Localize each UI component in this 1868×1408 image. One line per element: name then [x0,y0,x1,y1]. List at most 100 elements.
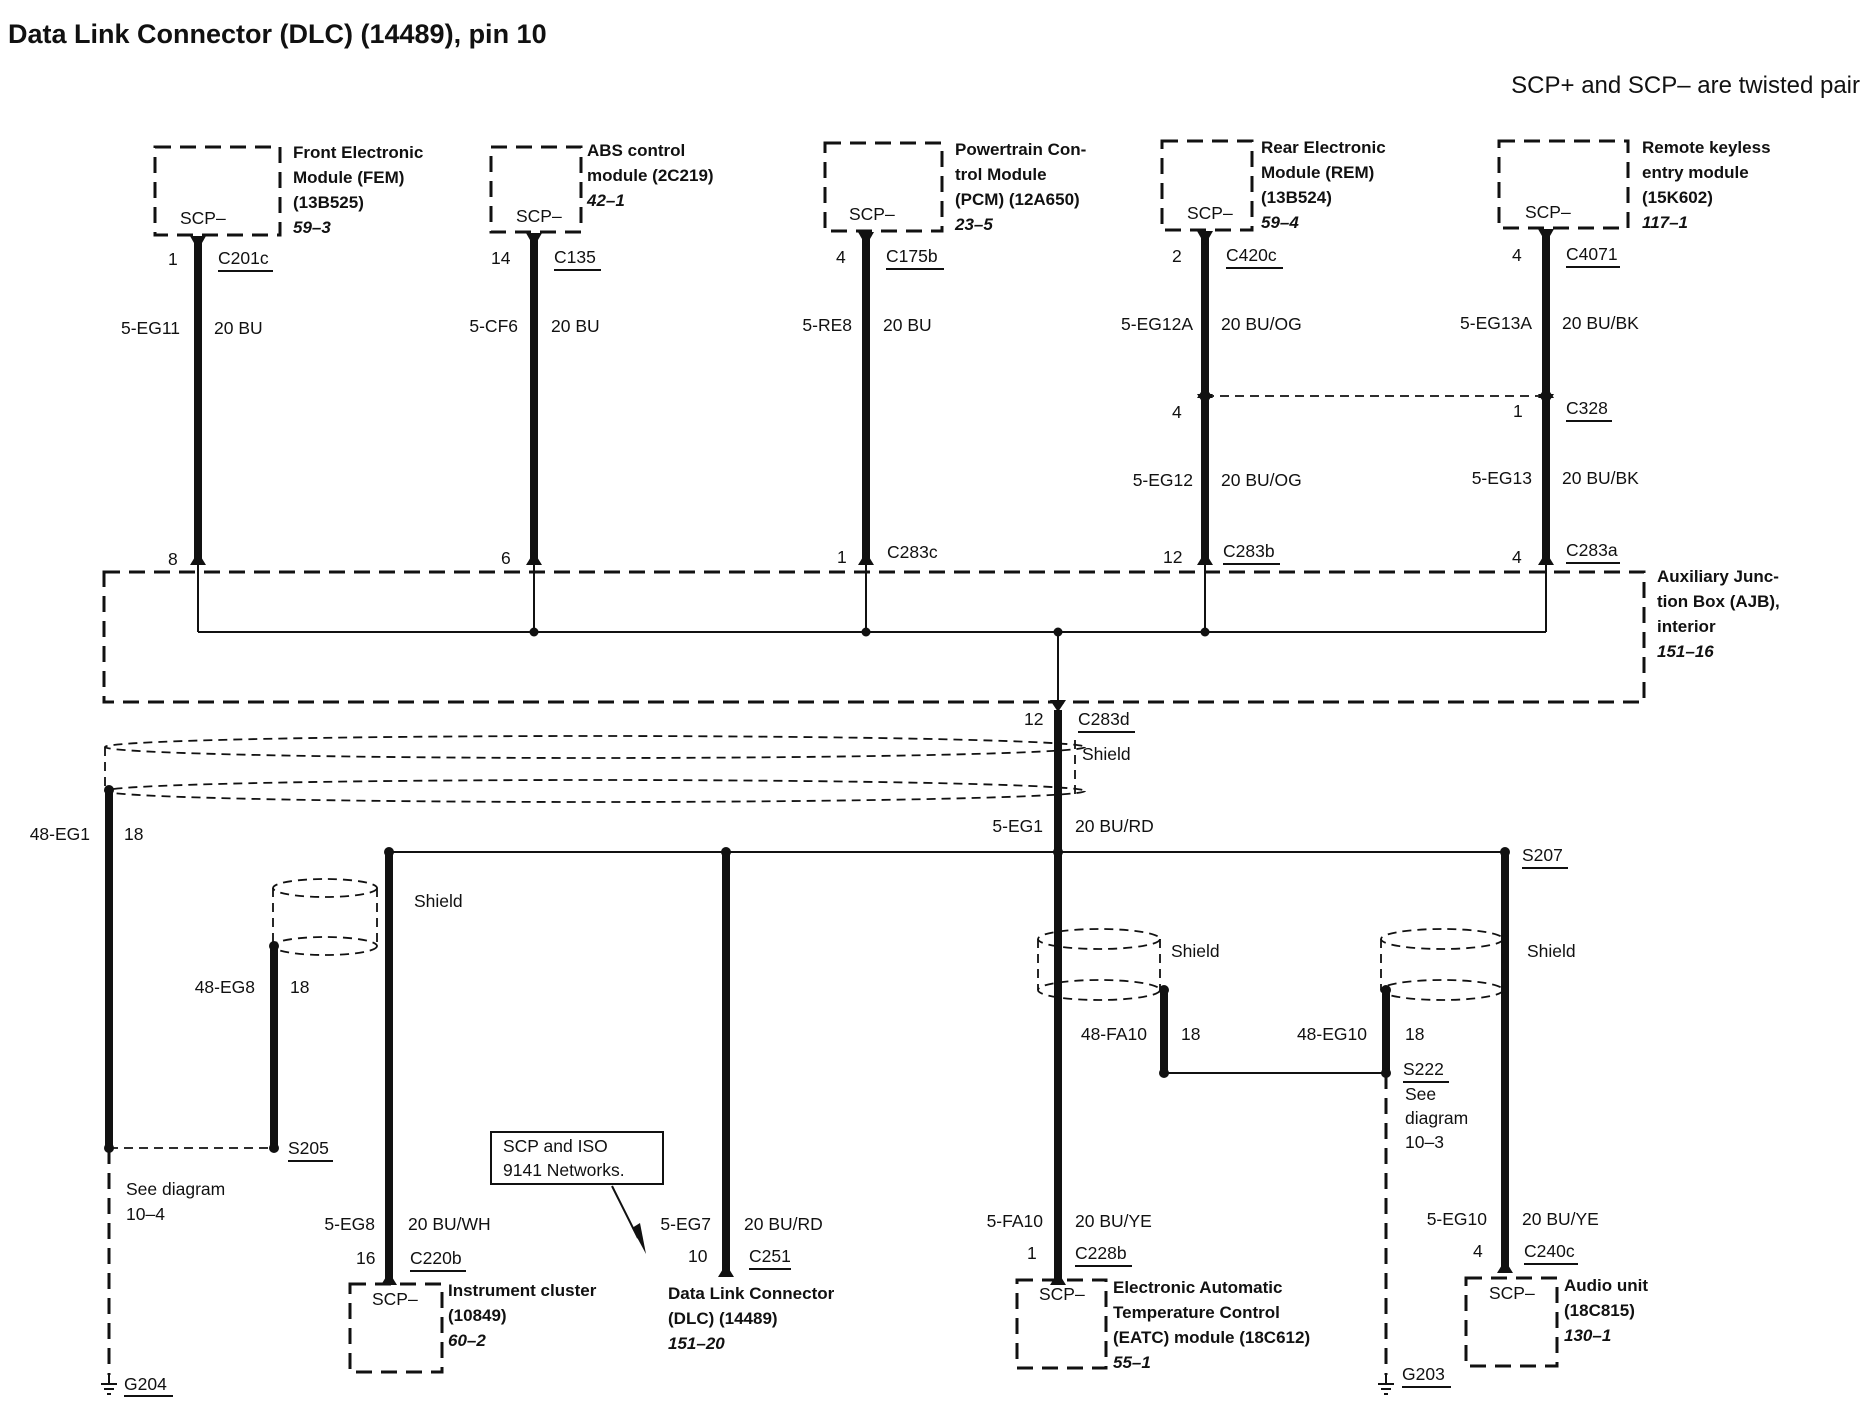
module-rke-ref: 117–1 [1642,213,1688,232]
pin-number: 4 [836,247,846,267]
module-pcm-pin-label: SCP– [849,204,895,224]
pin-number: 4 [1473,1241,1483,1261]
module-eatc-name-2: Temperature Control [1113,1303,1280,1322]
module-rem-ref: 59–4 [1261,213,1299,232]
connector-c283d: C283d [1078,709,1130,729]
module-abs-ref: 42–1 [586,191,625,210]
page-title: Data Link Connector (DLC) (14489), pin 1… [8,19,547,49]
module-rke: SCP– Remote keyless entry module (15K602… [1497,138,1771,232]
module-rem-box [1160,139,1254,232]
circuit-label: 5-EG10 [1427,1209,1488,1229]
drain-wire-label: 18 [1181,1024,1200,1044]
circuit-label: 5-EG12A [1121,314,1193,334]
module-eatc-name-3: (EATC) module (18C612) [1113,1328,1310,1347]
circuit-label: 5-CF6 [469,316,518,336]
shield-label: Shield [1171,941,1220,961]
module-abs-name-1: ABS control [587,141,685,160]
network-callout: SCP and ISO 9141 Networks. [490,1131,664,1254]
ajb-pin: 4 [1512,547,1522,567]
main-trunk-5-eg1: 12 C283d 5-EG1 20 BU/RD [992,709,1154,1285]
module-instrument-cluster: SCP– Instrument cluster (10849) 60–2 [348,1281,597,1374]
circuit-label: 5-EG8 [324,1214,375,1234]
circuit-label: 48-EG1 [30,824,90,844]
wire-label: 18 [124,824,143,844]
module-eatc: SCP– Electronic Automatic Temperature Co… [1015,1278,1310,1372]
module-rke-box [1497,139,1630,230]
module-ic-box [348,1282,444,1374]
connector-label: C175b [886,246,938,266]
wire-label-2: 20 BU/BK [1562,468,1639,488]
wire-label: 20 BU [551,316,600,336]
ajb-pin: 1 [837,547,847,567]
ajb-pin: 8 [168,549,178,569]
connector-label: C420c [1226,245,1277,265]
connector-label: C240c [1524,1241,1575,1261]
ajb-pin: 6 [501,548,511,568]
module-rke-pin-label: SCP– [1525,202,1571,222]
module-eatc-ref: 55–1 [1113,1353,1151,1372]
circuit-label: 5-EG13A [1460,313,1532,333]
callout-line-2: 9141 Networks. [503,1160,625,1180]
drain-wire-label: 18 [290,977,309,997]
ground-g203: G203 [1402,1364,1445,1384]
splice-s222: S222 [1403,1059,1444,1079]
module-abs: SCP– ABS control module (2C219) 42–1 [489,141,714,234]
module-dlc-name-1: Data Link Connector [668,1284,835,1303]
module-dlc: Data Link Connector (DLC) (14489) 151–20 [668,1284,835,1353]
drain-circuit-label: 48-EG10 [1297,1024,1367,1044]
module-rem-pin-label: SCP– [1187,203,1233,223]
module-ic-ref: 60–2 [448,1331,486,1350]
ajb-name-3: interior [1657,617,1716,636]
wire-label: 20 BU [883,315,932,335]
module-fem-pin-label: SCP– [180,208,226,228]
wire-label: 20 BU/WH [408,1214,491,1234]
drain-circuit-label: 48-FA10 [1081,1024,1147,1044]
circuit-label: 5-FA10 [987,1211,1044,1231]
branch-5-eg10: Shield 48-EG10 18 S222 See diagram 10–3 … [1297,852,1599,1395]
shield-main: Shield [104,735,1131,803]
pin-number: 2 [1172,246,1182,266]
branch-5-eg7: 5-EG7 20 BU/RD 10 C251 [660,852,823,1277]
module-audio-name-1: Audio unit [1564,1276,1648,1295]
module-pcm-name-2: trol Module [955,165,1047,184]
inline-pin: 1 [1513,401,1523,421]
circuit-label: 5-EG1 [992,816,1043,836]
module-eatc-name-1: Electronic Automatic [1113,1278,1282,1297]
module-fem-ref: 59–3 [293,218,331,237]
twisted-pair-note: SCP+ and SCP– are twisted pair [1511,72,1860,99]
shield-label: Shield [1082,744,1131,764]
wire-label: 20 BU/YE [1522,1209,1599,1229]
module-rem: SCP– Rear Electronic Module (REM) (13B52… [1160,138,1386,232]
see-diagram-line-2: 10–4 [126,1204,165,1224]
circuit-label: 5-RE8 [802,315,852,335]
module-ic-name-1: Instrument cluster [448,1281,597,1300]
module-audio-unit: SCP– Audio unit (18C815) 130–1 [1464,1276,1648,1368]
see-diagram-line-1: See [1405,1084,1436,1104]
wire-label: 20 BU/BK [1562,313,1639,333]
module-fem-name-1: Front Electronic [293,143,423,162]
drain-48-eg1: 48-EG1 18 See diagram 10–4 G204 [30,785,225,1397]
module-fem-name-3: (13B525) [293,193,364,212]
ajb-pin: 12 [1163,547,1182,567]
circuit-label: 5-EG11 [121,318,180,338]
module-rem-name-2: Module (REM) [1261,163,1374,182]
module-pcm-name-1: Powertrain Con- [955,140,1086,159]
wire-5-eg11: 1 C201c 5-EG11 20 BU 8 [121,236,273,569]
connector-label: C135 [554,247,596,267]
module-pcm-ref: 23–5 [954,215,993,234]
wire-label: 20 BU/RD [1075,816,1154,836]
ajb-name-2: tion Box (AJB), [1657,592,1780,611]
circuit-label: 5-EG7 [660,1214,711,1234]
module-fem-name-2: Module (FEM) [293,168,404,187]
module-eatc-box [1015,1278,1108,1370]
pin-number: 16 [356,1248,375,1268]
ajb-box [102,570,1646,704]
circuit-label-2: 5-EG13 [1472,468,1532,488]
splice-s207: S207 [1522,845,1563,865]
module-pcm-box [823,141,944,233]
module-rem-name-3: (13B524) [1261,188,1332,207]
branch-5-eg8: Shield 48-EG8 18 S205 5-EG8 20 BU/WH 16 … [104,852,491,1285]
wire-5-eg12: 2 C420c 5-EG12A 20 BU/OG 4 5-EG12 20 BU/… [1121,231,1302,567]
module-audio-ref: 130–1 [1564,1326,1611,1345]
